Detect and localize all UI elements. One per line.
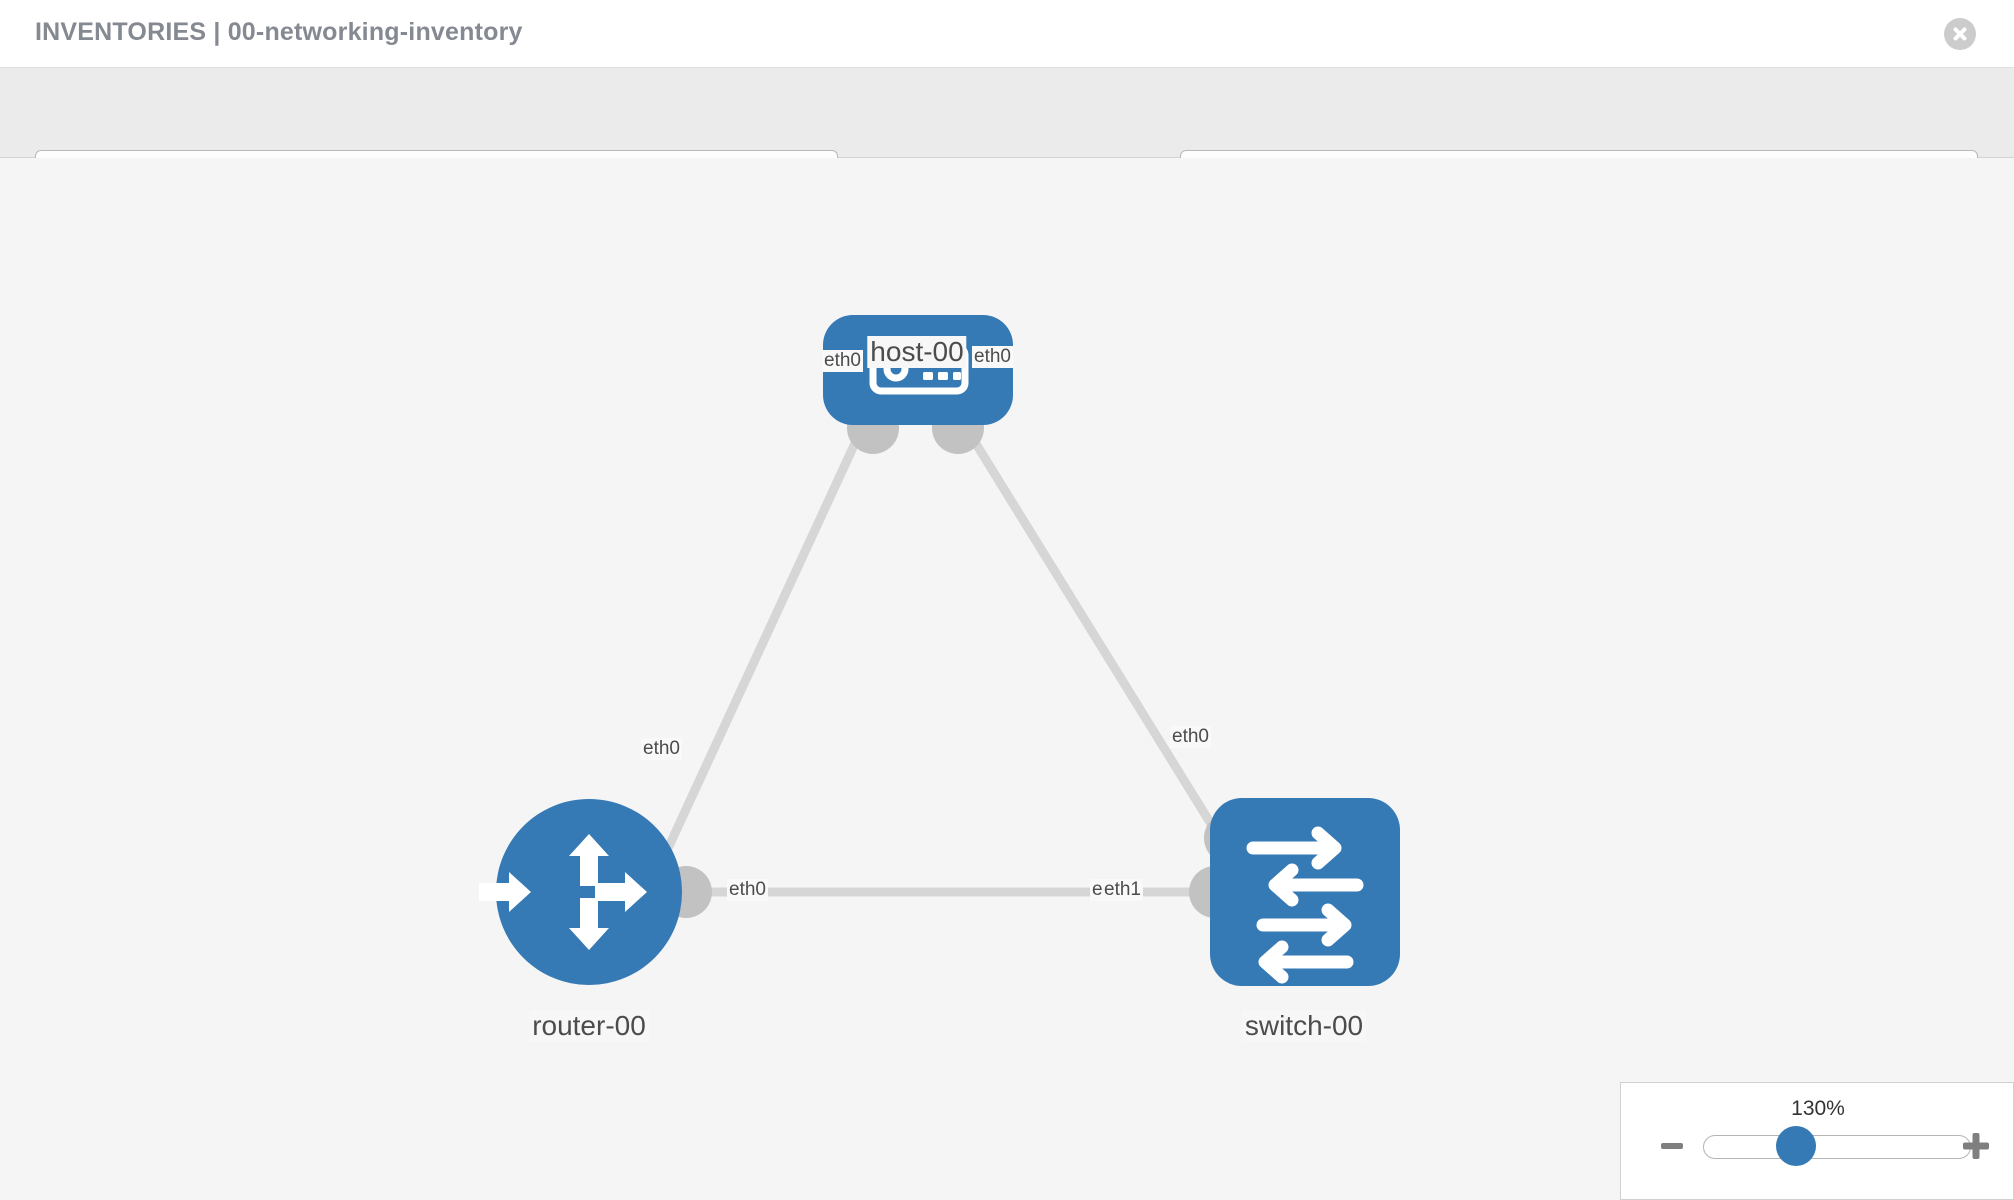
- router-icon: [479, 834, 647, 950]
- link-host00-switch00[interactable]: [961, 423, 1236, 861]
- topology-graph: [479, 315, 1400, 986]
- close-glyph: [1953, 27, 1967, 41]
- port-label: eth0: [1170, 726, 1211, 748]
- zoom-out-button[interactable]: [1655, 1129, 1689, 1163]
- link-host00-router00[interactable]: [653, 426, 867, 872]
- node-switch-00[interactable]: [1210, 798, 1400, 986]
- port-label: eth1: [1102, 879, 1143, 901]
- ports: [660, 402, 1256, 918]
- zoom-in-button[interactable]: [1959, 1129, 1993, 1163]
- zoom-level-value: 130%: [1791, 1097, 1845, 1120]
- zoom-slider-track[interactable]: [1703, 1135, 1971, 1159]
- node-router-00[interactable]: [479, 799, 682, 985]
- node-label-router-00: router-00: [529, 1010, 649, 1042]
- page-header: INVENTORIES | 00-networking-inventory: [0, 0, 2014, 68]
- node-label-switch-00: switch-00: [1241, 1010, 1367, 1042]
- page-title: INVENTORIES | 00-networking-inventory: [35, 18, 523, 46]
- toolbar: ACTIONS SEARCH: [0, 68, 2014, 204]
- close-icon[interactable]: [1944, 18, 1976, 50]
- minus-icon: [1661, 1143, 1683, 1149]
- switch-icon: [1246, 826, 1364, 984]
- port-label: eth0: [727, 879, 768, 901]
- zoom-control-panel: 130%: [1620, 1082, 2014, 1200]
- port-label: eth0: [822, 350, 863, 372]
- zoom-slider-thumb[interactable]: [1776, 1126, 1816, 1166]
- topology-canvas[interactable]: host-00 router-00 switch-00 eth0 eth0 et…: [0, 158, 2014, 1200]
- plus-icon: [1963, 1133, 1989, 1159]
- port-label: eth0: [641, 738, 682, 760]
- port-label: eth0: [972, 346, 1013, 368]
- node-label-host-00: host-00: [867, 336, 967, 368]
